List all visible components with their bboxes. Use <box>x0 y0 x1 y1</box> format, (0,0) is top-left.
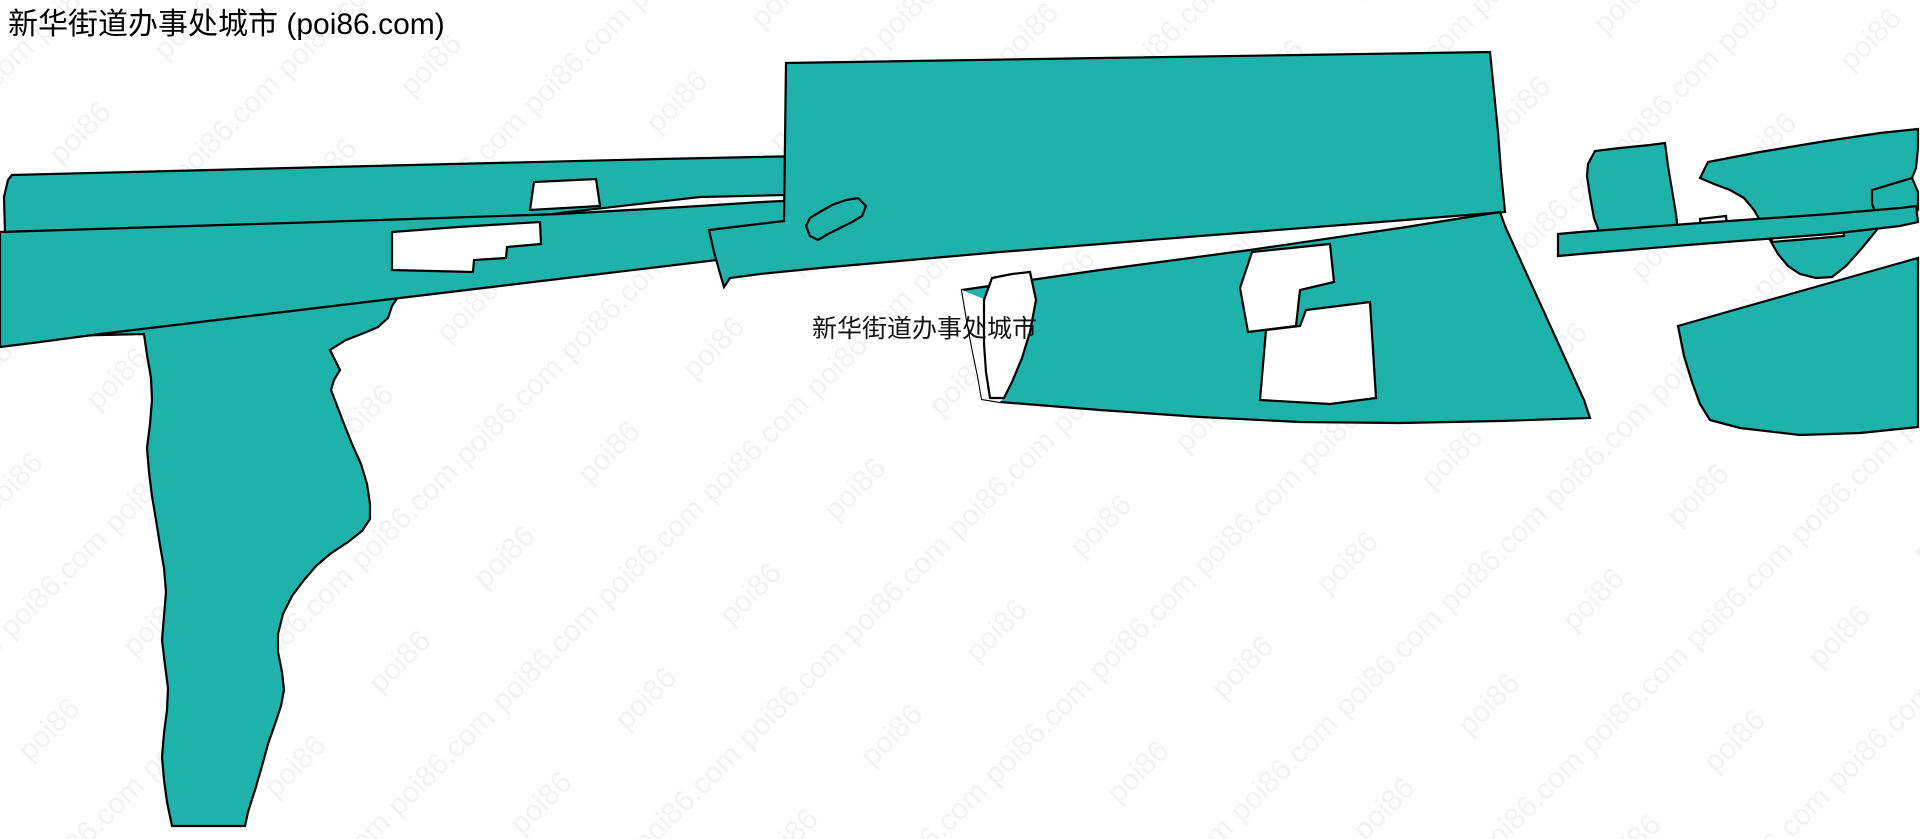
page-title: 新华街道办事处城市 (poi86.com) <box>8 8 445 41</box>
map-polygon-right-lower-main <box>1676 256 1920 437</box>
map-hole-upper-small-square <box>528 177 602 212</box>
map-region-label: 新华街道办事处城市 <box>812 315 1038 343</box>
map-polygons <box>0 50 1920 828</box>
